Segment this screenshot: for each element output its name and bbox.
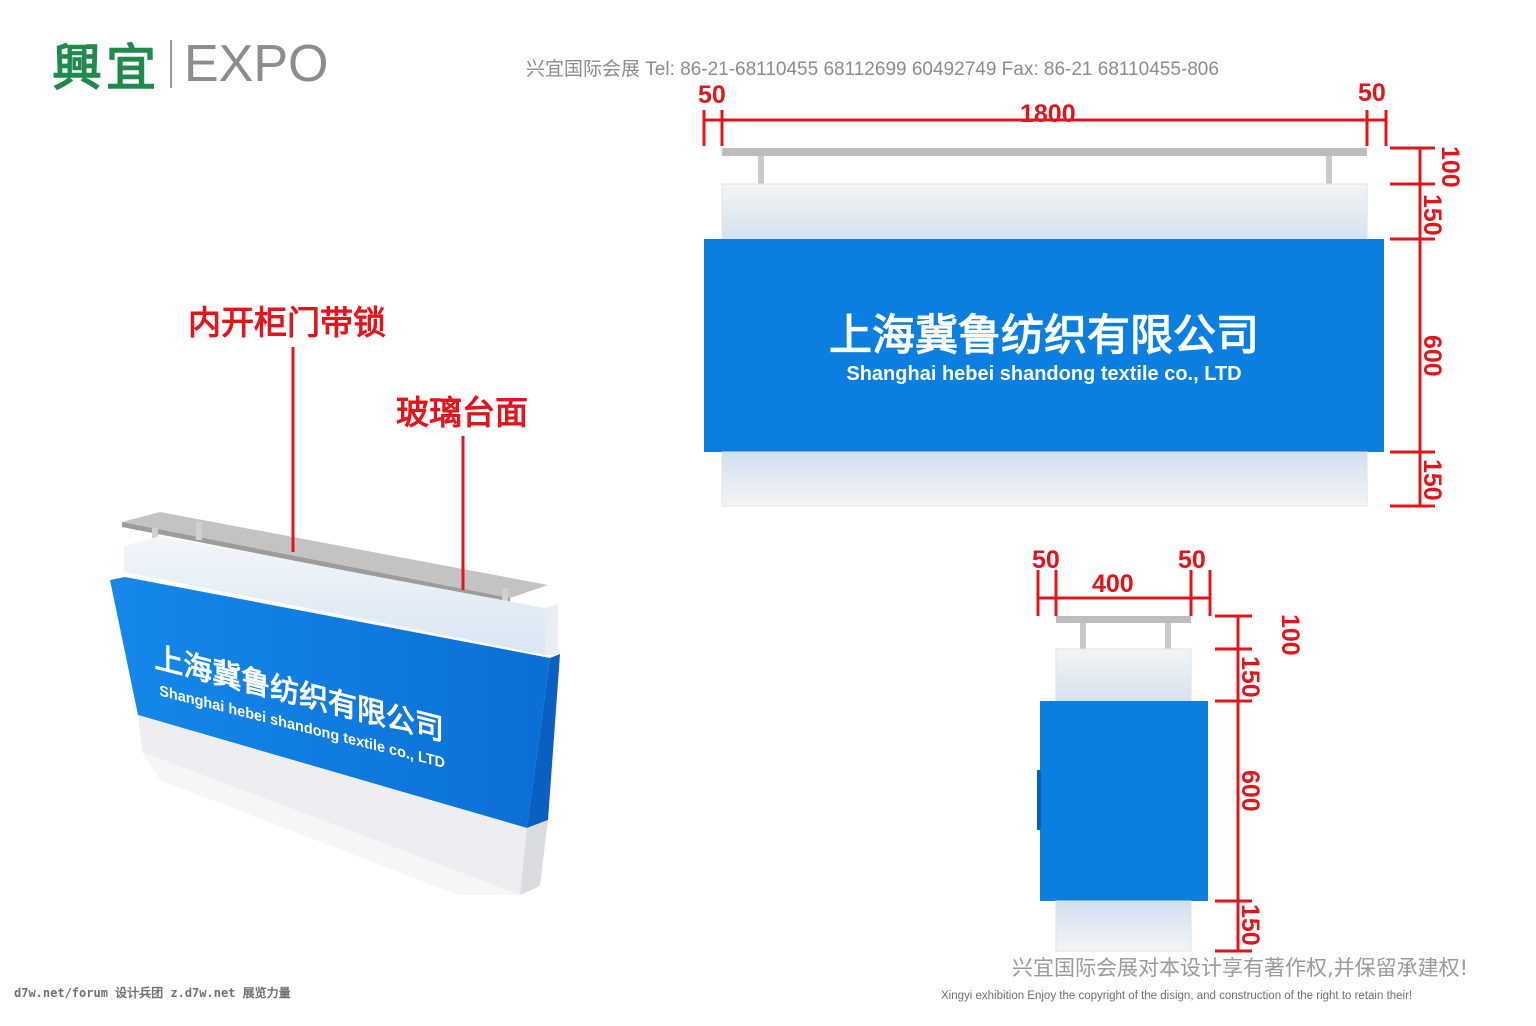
blue-side-panel bbox=[527, 654, 560, 828]
front-height-dimension bbox=[1390, 146, 1435, 508]
logo-english: EXPO bbox=[184, 35, 329, 93]
callout-locked-door: 内开柜门带锁 bbox=[188, 303, 386, 342]
lower-white-base bbox=[138, 715, 527, 895]
front-glass-top bbox=[722, 148, 1367, 156]
side-dim-right: 50 bbox=[1178, 546, 1206, 574]
side-glass-top bbox=[1056, 616, 1191, 623]
side-dim-h1: 100 bbox=[1276, 614, 1304, 656]
side-dim-main: 400 bbox=[1092, 570, 1134, 598]
front-lower-band bbox=[721, 451, 1368, 507]
side-blue-panel bbox=[1040, 701, 1208, 901]
front-dim-h3: 600 bbox=[1418, 335, 1446, 377]
copyright-english: Xingyi exhibition Enjoy the copyright of… bbox=[941, 990, 1413, 1002]
side-upper-band bbox=[1055, 648, 1192, 702]
front-dim-main: 1800 bbox=[1020, 100, 1076, 128]
copyright-chinese: 兴宜国际会展对本设计享有著作权,并保留承建权! bbox=[1012, 956, 1469, 980]
watermark: d7w.net/forum 设计兵团 z.d7w.net 展览力量 bbox=[14, 986, 291, 1000]
front-upper-band bbox=[721, 183, 1368, 240]
side-dim-h3: 600 bbox=[1236, 770, 1264, 812]
logo-chinese: 興宜 bbox=[52, 39, 160, 97]
logo-divider bbox=[170, 40, 172, 88]
upper-white-block bbox=[124, 536, 545, 655]
front-dim-h4: 150 bbox=[1418, 459, 1446, 501]
side-view: 50 400 50 100 150 600 150 bbox=[1032, 546, 1304, 953]
front-dim-right: 50 bbox=[1358, 79, 1386, 107]
front-blue-panel bbox=[704, 239, 1384, 452]
side-dim-h4: 150 bbox=[1236, 904, 1264, 946]
side-height-dimension bbox=[1215, 614, 1252, 953]
blue-front-panel bbox=[110, 577, 550, 828]
front-panel-en: Shanghai hebei shandong textile co., LTD bbox=[846, 363, 1241, 385]
logo: 興宜 EXPO bbox=[52, 28, 329, 100]
contact-info: 兴宜国际会展 Tel: 86-21-68110455 68112699 6049… bbox=[526, 59, 1219, 80]
front-panel-cn: 上海冀鲁纺织有限公司 bbox=[829, 312, 1259, 360]
perspective-view: 上海冀鲁纺织有限公司 Shanghai hebei shandong texti… bbox=[110, 347, 560, 895]
side-dim-left: 50 bbox=[1032, 546, 1060, 574]
side-width-dimension bbox=[1036, 570, 1212, 616]
callout-glass-top: 玻璃台面 bbox=[396, 393, 528, 432]
side-lower-band bbox=[1055, 900, 1192, 952]
side-dim-h2: 150 bbox=[1236, 656, 1264, 698]
front-dim-left: 50 bbox=[698, 81, 726, 109]
front-view: 上海冀鲁纺织有限公司 Shanghai hebei shandong texti… bbox=[698, 79, 1464, 508]
front-dim-h2: 150 bbox=[1418, 194, 1446, 236]
front-dim-h1: 100 bbox=[1436, 146, 1464, 188]
front-width-dimension bbox=[702, 110, 1388, 146]
glass-top bbox=[122, 512, 548, 598]
